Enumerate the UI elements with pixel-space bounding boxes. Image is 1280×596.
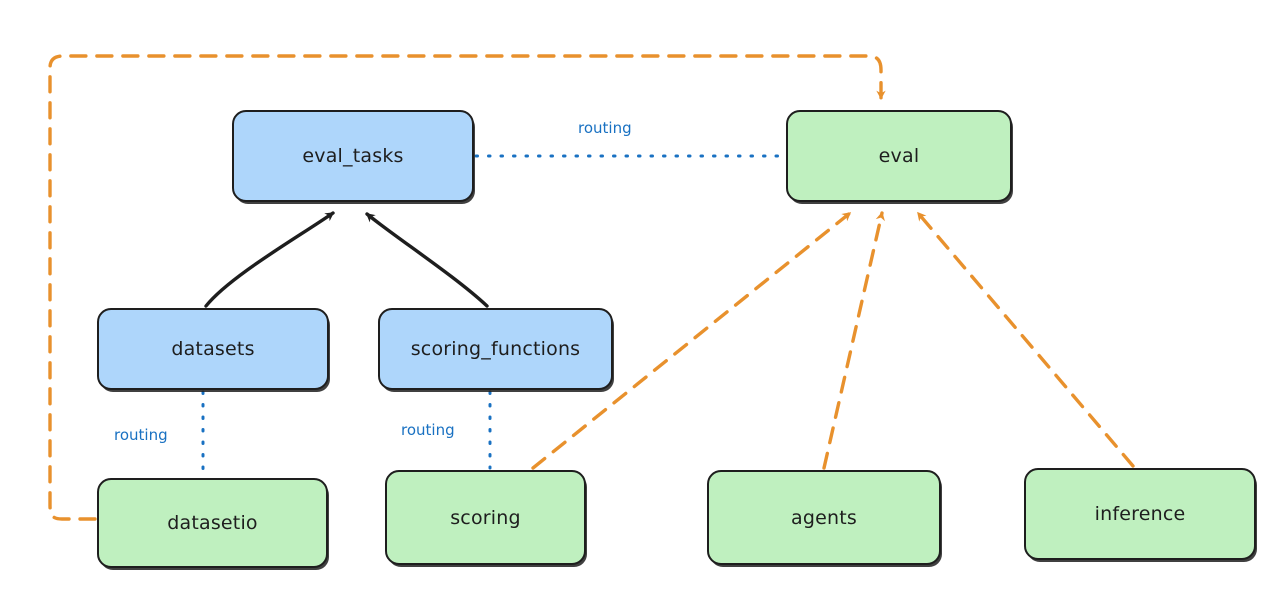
node-inference[interactable]: inference xyxy=(1024,468,1256,560)
node-eval[interactable]: eval xyxy=(786,110,1012,202)
edge-label-routing-datasets: routing xyxy=(114,426,168,444)
node-label: eval_tasks xyxy=(302,145,404,167)
node-label: inference xyxy=(1094,503,1186,525)
node-label: scoring_functions xyxy=(410,338,581,360)
node-agents[interactable]: agents xyxy=(707,470,941,565)
node-scoring_functions[interactable]: scoring_functions xyxy=(378,308,613,390)
node-datasetio[interactable]: datasetio xyxy=(97,478,328,568)
node-scoring[interactable]: scoring xyxy=(385,470,586,565)
edge-inference-eval xyxy=(916,211,1135,468)
edge-scoring-eval xyxy=(531,211,852,470)
edge-datasets-eval_tasks xyxy=(204,211,335,308)
edge-datasetio-eval xyxy=(48,54,886,521)
node-label: datasets xyxy=(171,338,255,360)
edge-label-routing-scoring: routing xyxy=(401,421,455,439)
edge-label-routing-eval: routing xyxy=(578,119,632,137)
node-label: agents xyxy=(791,506,857,529)
node-label: eval xyxy=(878,145,920,167)
edge-agents-eval xyxy=(822,211,885,470)
node-datasets[interactable]: datasets xyxy=(97,308,329,390)
edge-scoring_functions-eval_tasks xyxy=(365,212,489,308)
node-label: datasetio xyxy=(167,512,258,534)
node-eval_tasks[interactable]: eval_tasks xyxy=(232,110,474,202)
node-label: scoring xyxy=(450,506,521,529)
